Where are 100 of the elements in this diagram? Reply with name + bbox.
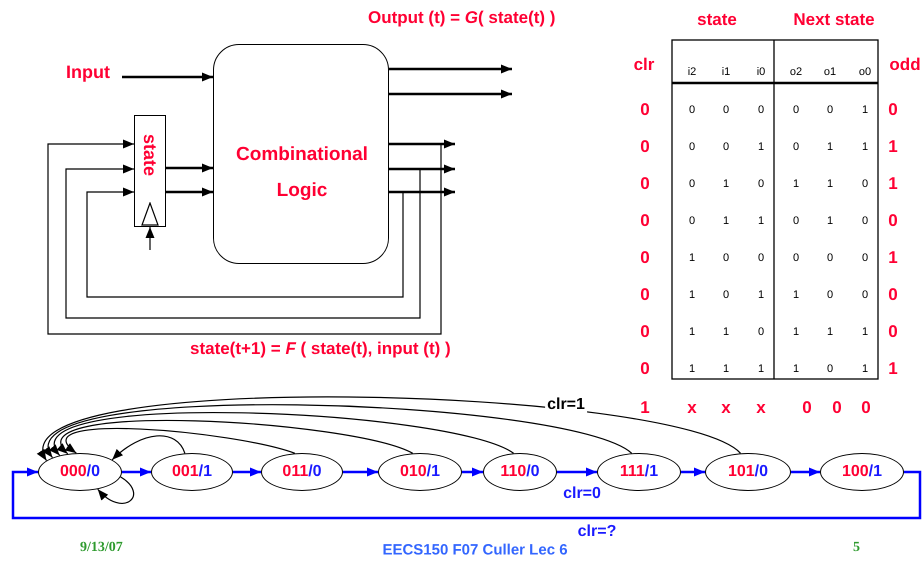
table-value: 0: [758, 104, 764, 116]
output-equation: Output (t) = G( state(t) ): [368, 8, 556, 28]
column-header: o0: [858, 66, 872, 78]
logic-block: [213, 44, 389, 264]
table-value: 0: [758, 178, 764, 190]
arrow: [389, 90, 512, 98]
table-value: 1: [792, 289, 800, 301]
table-value: 0: [862, 215, 868, 227]
arrow: [146, 227, 154, 250]
table-value: 1: [888, 248, 898, 268]
arrow: [12, 468, 922, 520]
table-value: 1: [722, 363, 730, 375]
state-label: 000/0: [60, 463, 100, 481]
table-value: 0: [688, 104, 696, 116]
column-header: i2: [688, 66, 696, 78]
register-box: [134, 115, 166, 227]
table-value: 1: [862, 141, 868, 153]
table-value: 0: [888, 211, 898, 231]
table-value: 0: [826, 104, 834, 116]
table-value: 0: [722, 289, 730, 301]
table-value: 1: [722, 178, 730, 190]
table-value: 1: [688, 363, 696, 375]
table-value: 0: [792, 141, 800, 153]
input-label: Input: [66, 62, 122, 84]
footer-text: EECS150 F07 Culler Lec 6: [382, 542, 568, 558]
arrow: [389, 64, 512, 74]
table-value: 0: [640, 359, 650, 379]
table-value: 0: [640, 322, 650, 342]
state-label: 110/0: [500, 463, 540, 481]
arrow: [791, 468, 820, 476]
arrow: [122, 468, 151, 476]
table-value: 0: [640, 174, 650, 194]
state-ellipse: [38, 453, 122, 491]
footer-date: 9/13/07: [80, 540, 123, 556]
table-value: 0: [722, 141, 730, 153]
column-header: odd: [889, 55, 921, 75]
table-value: 0: [862, 252, 868, 264]
table-value: 0: [826, 363, 834, 375]
state-label: 001/1: [172, 463, 212, 481]
table-value: 0: [888, 285, 898, 305]
table-value: 1: [722, 215, 730, 227]
arrow: [557, 468, 597, 476]
table-value: 0: [888, 322, 898, 342]
table-value: 0: [888, 100, 898, 120]
table-value: 0: [802, 398, 812, 418]
table-value: 1: [792, 326, 800, 338]
table-value: 0: [688, 141, 696, 153]
page-number: 5: [853, 540, 860, 556]
table-value: 1: [688, 326, 696, 338]
register-label: state: [140, 134, 160, 176]
table-value: 1: [826, 215, 834, 227]
arrow: [97, 476, 134, 504]
table-value: 1: [688, 252, 696, 264]
next-state-equation: state(t+1) = F ( state(t), input (t) ): [190, 339, 451, 359]
arrow: [389, 140, 455, 148]
column-header: o1: [824, 66, 836, 78]
arrow: [166, 164, 213, 172]
table-value: 1: [862, 326, 868, 338]
table-value: 1: [862, 104, 868, 116]
column-header: clr: [634, 55, 654, 75]
table-value: 1: [758, 363, 764, 375]
table-value: 0: [861, 398, 871, 418]
arrow: [47, 140, 442, 335]
table-value: 1: [758, 215, 764, 227]
table-value: 0: [688, 215, 696, 227]
state-label: 111/1: [620, 463, 658, 481]
table-value: 0: [826, 289, 834, 301]
table-value: 0: [688, 178, 696, 190]
column-group-header: Next state: [793, 10, 875, 30]
arrow: [122, 72, 213, 82]
arrow: [86, 188, 404, 298]
table-value: 0: [792, 104, 800, 116]
table-value: 1: [758, 289, 764, 301]
table-value: 0: [722, 252, 730, 264]
table-value: 1: [862, 363, 868, 375]
arrow: [462, 468, 483, 476]
table-value: 1: [888, 174, 898, 194]
block-label: Combinational Logic: [235, 143, 369, 203]
table-value: 1: [888, 359, 898, 379]
table-value: 0: [826, 252, 834, 264]
table-value: 0: [758, 326, 764, 338]
table-value: 0: [832, 398, 842, 418]
table-value: 1: [826, 178, 834, 190]
table-value: 1: [826, 326, 834, 338]
table-value: 0: [640, 137, 650, 157]
table-value: 0: [640, 211, 650, 231]
table-value: 0: [862, 289, 868, 301]
table-value: 1: [758, 141, 764, 153]
state-label: 011/0: [282, 463, 322, 481]
state-label: 010/1: [400, 463, 440, 481]
table-value: x: [756, 398, 766, 418]
column-header: i0: [756, 66, 766, 78]
table-value: 0: [792, 252, 800, 264]
table-value: 1: [688, 289, 696, 301]
table-value: 1: [722, 326, 730, 338]
table-value: 0: [640, 285, 650, 305]
table-value: 0: [758, 252, 764, 264]
arrow: [389, 164, 455, 174]
table-value: 1: [792, 178, 800, 190]
table-value: 1: [792, 363, 800, 375]
